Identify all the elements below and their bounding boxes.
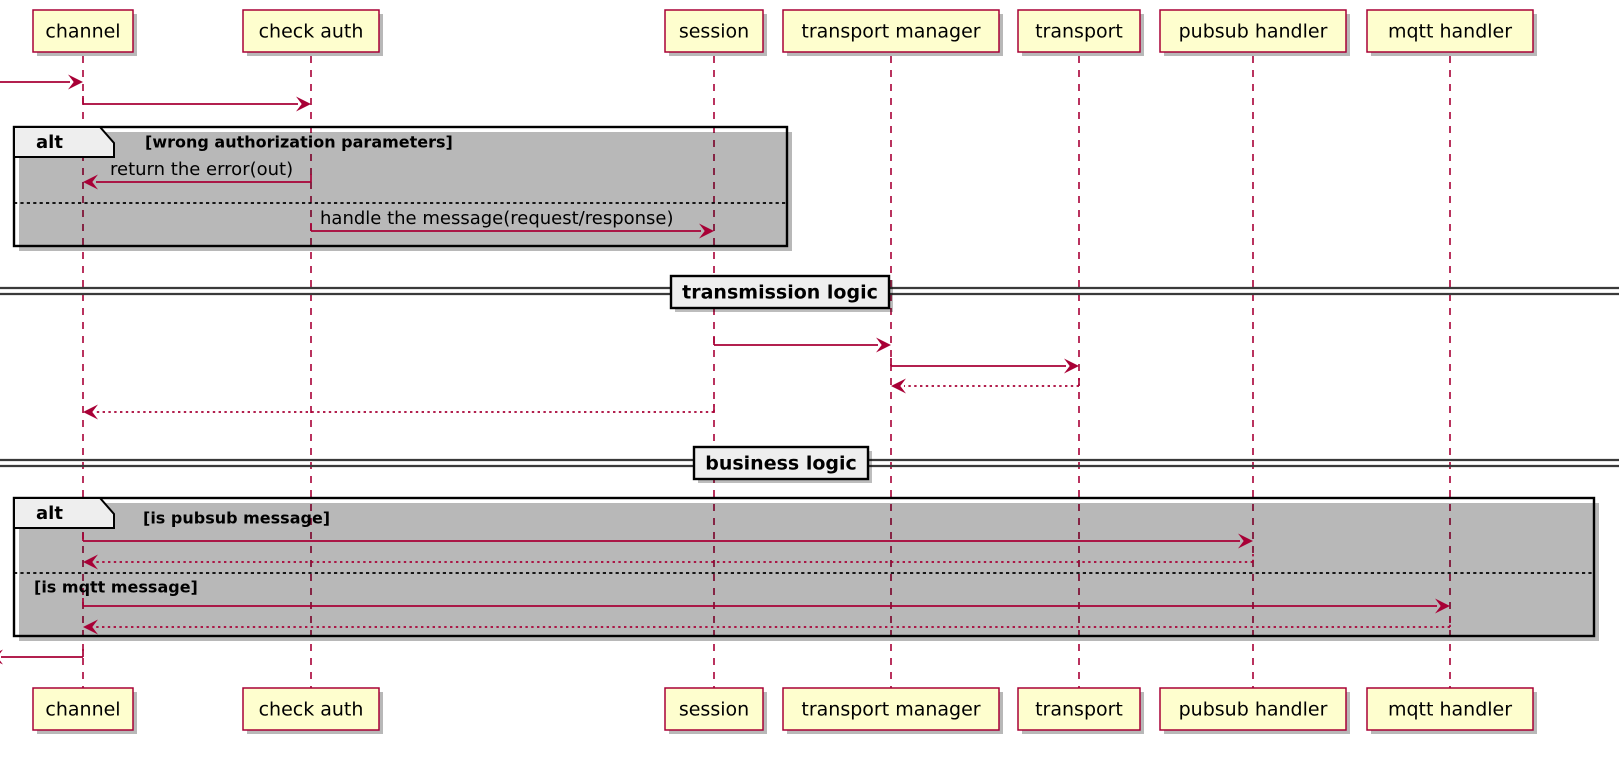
divider-label: business logic <box>705 453 857 475</box>
message-m3: return the error(out) <box>83 159 312 190</box>
participant-box[interactable] <box>664 687 764 731</box>
fragment-guard-0: [is pubsub message] <box>143 509 330 528</box>
arrowhead <box>876 337 891 353</box>
divider-box <box>669 274 891 310</box>
messages-layer: return the error(out) handle the message(… <box>0 74 1451 665</box>
arrowhead <box>891 378 906 394</box>
participant-label: pubsub handler <box>1179 699 1328 721</box>
participant-label: channel <box>45 699 120 721</box>
participant-pubsub_handler-foot[interactable]: pubsub handler <box>1159 687 1350 734</box>
participant-label: pubsub handler <box>1179 21 1328 43</box>
message-m7 <box>891 378 1080 394</box>
fragment-border <box>12 125 789 248</box>
divider-box <box>692 445 870 481</box>
participant-transport_manager-head[interactable]: transport manager <box>782 9 1003 56</box>
message-m12 <box>83 619 1451 635</box>
participant-check_auth-head[interactable]: check auth <box>242 9 383 56</box>
message-label: return the error(out) <box>110 159 293 180</box>
participant-box[interactable] <box>242 687 380 731</box>
fragment-border <box>12 496 1596 638</box>
fragment-alt-auth: alt [wrong authorization parameters] <box>12 125 792 251</box>
message-m2 <box>82 96 311 112</box>
fragment-keyword: alt <box>36 503 63 524</box>
participant-label: mqtt handler <box>1388 699 1512 721</box>
fragment-tab <box>13 126 115 158</box>
fragment-guard-0: [wrong authorization parameters] <box>145 133 453 152</box>
participants-layer: channel channel check auth check auth sessio… <box>32 9 1537 734</box>
arrowhead <box>296 96 311 112</box>
participant-box[interactable] <box>1159 9 1347 53</box>
participant-box[interactable] <box>782 9 1000 53</box>
participant-label: transport manager <box>801 21 980 43</box>
message-m11 <box>82 598 1450 614</box>
fragment-keyword: alt <box>36 132 63 153</box>
participant-box[interactable] <box>32 687 134 731</box>
fragment-alt-handler: alt [is pubsub message] [is mqtt message] <box>12 496 1599 641</box>
participant-label: session <box>679 21 749 43</box>
arrowhead <box>83 404 98 420</box>
participant-box[interactable] <box>1159 687 1347 731</box>
participant-box[interactable] <box>664 9 764 53</box>
participant-label: transport <box>1035 699 1123 721</box>
participant-check_auth-foot[interactable]: check auth <box>242 687 383 734</box>
fragment-shadow <box>19 503 1599 641</box>
arrowhead <box>83 554 98 570</box>
message-m6 <box>890 358 1079 374</box>
arrowhead <box>83 619 98 635</box>
participant-label: transport <box>1035 21 1123 43</box>
participant-box[interactable] <box>1366 687 1534 731</box>
arrowhead <box>68 74 83 90</box>
message-m4: handle the message(request/response) <box>310 208 714 239</box>
dividers-layer: transmission logic business logic <box>0 274 1619 483</box>
participant-channel-foot[interactable]: channel <box>32 687 137 734</box>
message-m1 <box>0 74 83 90</box>
participant-label: channel <box>45 21 120 43</box>
fragment-guard-1: [is mqtt message] <box>34 578 198 597</box>
participant-label: check auth <box>259 699 364 721</box>
participant-label: mqtt handler <box>1388 21 1512 43</box>
participant-session-foot[interactable]: session <box>664 687 767 734</box>
participant-pubsub_handler-head[interactable]: pubsub handler <box>1159 9 1350 56</box>
divider-transmission-logic: transmission logic <box>0 274 1619 312</box>
participant-transport_manager-foot[interactable]: transport manager <box>782 687 1003 734</box>
participant-channel-head[interactable]: channel <box>32 9 137 56</box>
participant-session-head[interactable]: session <box>664 9 767 56</box>
participant-label: session <box>679 699 749 721</box>
participant-mqtt_handler-head[interactable]: mqtt handler <box>1366 9 1537 56</box>
divider-label: transmission logic <box>682 282 878 304</box>
participant-transport-foot[interactable]: transport <box>1017 687 1144 734</box>
participant-mqtt_handler-foot[interactable]: mqtt handler <box>1366 687 1537 734</box>
participant-transport-head[interactable]: transport <box>1017 9 1144 56</box>
participant-box[interactable] <box>782 687 1000 731</box>
participant-box[interactable] <box>32 9 134 53</box>
arrowhead <box>1238 533 1253 549</box>
participant-label: check auth <box>259 21 364 43</box>
participant-label: transport manager <box>801 699 980 721</box>
divider-business-logic: business logic <box>0 445 1619 483</box>
arrowhead <box>0 649 3 665</box>
arrowhead <box>83 174 98 190</box>
arrowhead <box>699 223 714 239</box>
participant-box[interactable] <box>1017 687 1141 731</box>
message-m9 <box>82 533 1253 549</box>
arrowhead <box>1064 358 1079 374</box>
message-m5 <box>713 337 891 353</box>
participant-box[interactable] <box>242 9 380 53</box>
participant-box[interactable] <box>1017 9 1141 53</box>
fragment-tab <box>13 497 115 529</box>
message-m13 <box>0 649 84 665</box>
fragments-layer: alt [wrong authorization parameters] alt [i… <box>12 125 1599 641</box>
message-label: handle the message(request/response) <box>320 208 674 229</box>
arrowhead <box>1435 598 1450 614</box>
message-m8 <box>83 404 715 420</box>
message-m10 <box>83 554 1254 570</box>
participant-box[interactable] <box>1366 9 1534 53</box>
